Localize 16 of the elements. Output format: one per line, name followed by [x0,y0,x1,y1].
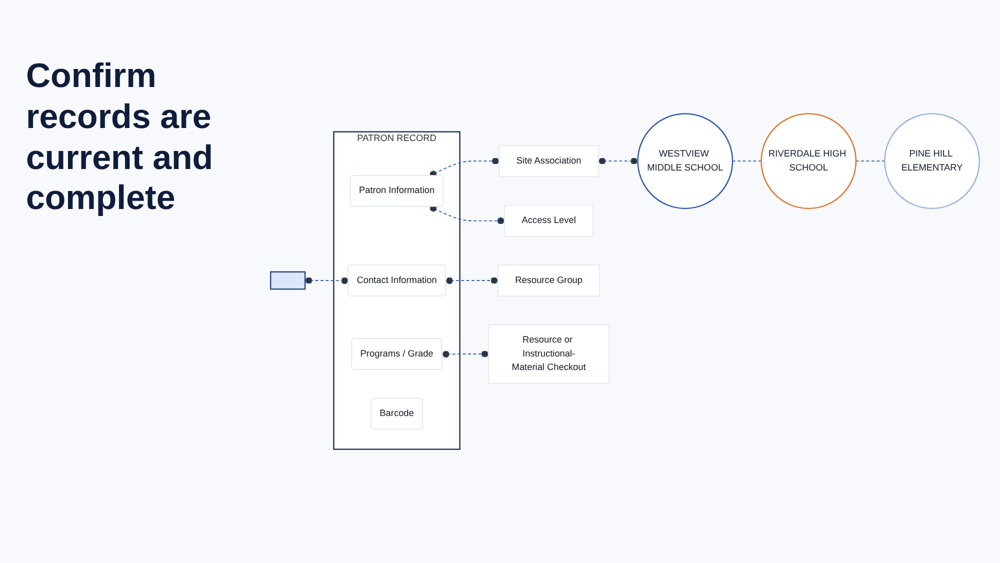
node-box: Resource or Instructional-Material Checkout [488,324,610,384]
node-box: Access Level [504,205,594,237]
node-box [270,271,306,290]
title: Confirm records are current and complete [26,56,214,220]
node-circle: WESTVIEW MIDDLE SCHOOL [637,113,734,210]
node-circle: RIVERDALE HIGH SCHOOL [760,113,857,210]
node-circle: PINE HILL ELEMENTARY [884,113,980,210]
connector [445,277,498,284]
connector [856,160,886,162]
node-box: Site Association [498,145,599,177]
connector [304,277,349,284]
connector [442,350,489,358]
node-box: Resource Group [498,264,600,296]
connector [429,204,505,224]
connector [732,160,762,162]
connector [598,158,638,165]
